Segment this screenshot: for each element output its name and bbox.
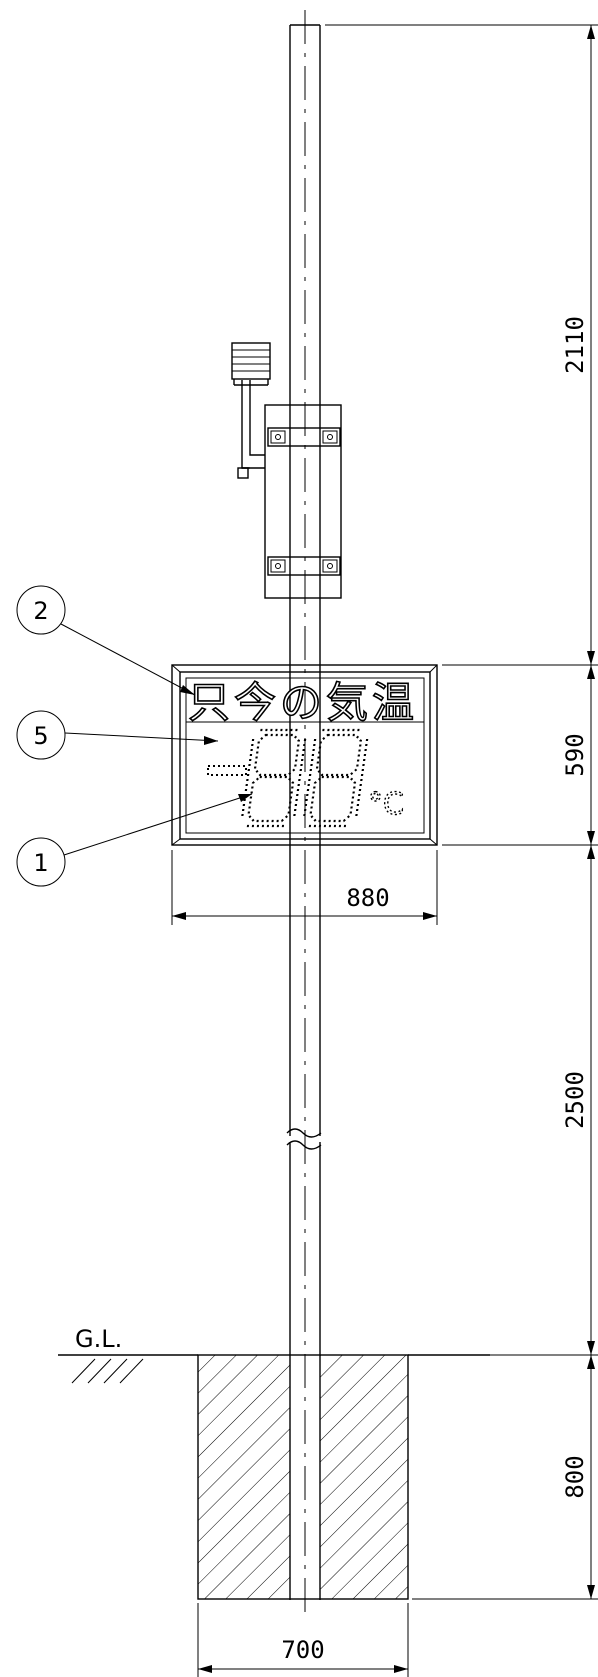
upper-clamp	[267, 427, 341, 447]
ground-level-label: G.L.	[75, 1325, 122, 1353]
minus-segment	[207, 765, 247, 776]
seven-segment-digit-1	[241, 728, 307, 828]
sensor-mount	[231, 342, 342, 599]
sign-inner-frame	[179, 671, 431, 840]
callout-5-number: 5	[33, 722, 48, 750]
callout-2: 2	[16, 585, 196, 696]
dimension-2500: 2500	[561, 1071, 589, 1129]
sign-width-dimension: 880	[171, 850, 438, 925]
pole	[286, 24, 322, 1600]
ground-line: G.L.	[58, 1325, 490, 1384]
sign-outer-frame	[171, 664, 438, 846]
temperature-unit: °C	[368, 787, 404, 822]
vertical-dimensions: 2110 590 2500 800	[325, 24, 598, 1600]
foundation-width-dimension: 700	[197, 1603, 409, 1677]
dimension-880: 880	[346, 884, 389, 912]
dimension-700: 700	[281, 1636, 324, 1664]
dimension-590: 590	[561, 733, 589, 776]
concrete-foundation	[197, 1354, 409, 1600]
seven-segment-digit-2	[303, 728, 369, 828]
lower-clamp	[267, 556, 341, 576]
pole-break-symbol	[286, 1128, 322, 1150]
display-sign: 只今の気温 °C	[171, 664, 438, 846]
sign-title-text: 只今の気温	[188, 678, 418, 727]
callout-5: 5	[16, 710, 219, 760]
callout-1: 1	[16, 793, 253, 887]
temperature-sensor-shield	[231, 342, 271, 386]
callout-1-number: 1	[33, 849, 48, 877]
dimension-2110: 2110	[561, 316, 589, 374]
callout-2-number: 2	[33, 597, 48, 625]
dimension-800: 800	[561, 1455, 589, 1498]
